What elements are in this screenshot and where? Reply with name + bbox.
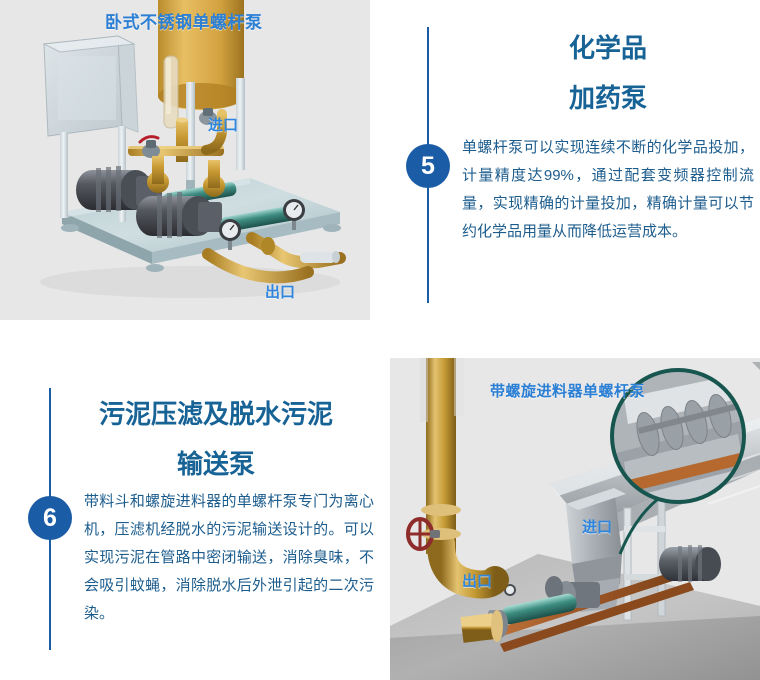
product-image-horizontal-pump: 卧式不锈钢单螺杆泵 进口 出口 bbox=[0, 0, 370, 320]
section-6: 6 污泥压滤及脱水污泥 输送泵 带料斗和螺旋进料器的单螺杆泵专门为离心机，压滤机… bbox=[0, 358, 390, 680]
panel2-caption: 带螺旋进料器单螺杆泵 bbox=[490, 383, 646, 400]
panel2-outlet-label: 出口 bbox=[462, 573, 493, 590]
section-5-title-line2: 加药泵 bbox=[568, 83, 647, 113]
section-6-number-badge: 6 bbox=[28, 496, 72, 540]
panel1-outlet-label: 出口 bbox=[265, 284, 296, 301]
section-5-title-line1: 化学品 bbox=[568, 33, 647, 63]
section-5: 5 化学品 加药泵 单螺杆泵可以实现连续不断的化学品投加，计量精度达99%，通过… bbox=[0, 0, 760, 330]
section-5-number-badge: 5 bbox=[406, 144, 450, 188]
panel1-caption: 卧式不锈钢单螺杆泵 bbox=[105, 13, 263, 32]
horizontal-pump-illustration bbox=[40, 0, 346, 298]
section-6-title-line2: 输送泵 bbox=[176, 449, 255, 479]
section-6-title-line1: 污泥压滤及脱水污泥 bbox=[98, 399, 333, 429]
panel2-inlet-label: 进口 bbox=[582, 519, 613, 536]
section-6-number: 6 bbox=[43, 503, 57, 532]
auger-feeder-pump-illustration bbox=[390, 358, 760, 680]
panel1-inlet-label: 进口 bbox=[208, 117, 239, 134]
section-5-body: 单螺杆泵可以实现连续不断的化学品投加，计量精度达99%，通过配套变频器控制流量，… bbox=[462, 139, 754, 240]
section-6-body: 带料斗和螺旋进料器的单螺杆泵专门为离心机，压滤机经脱水的污泥输送设计的。可以实现… bbox=[84, 493, 374, 622]
section-5-number: 5 bbox=[421, 151, 435, 180]
product-image-auger-feeder-pump: 带螺旋进料器单螺杆泵 进口 出口 bbox=[390, 358, 760, 680]
